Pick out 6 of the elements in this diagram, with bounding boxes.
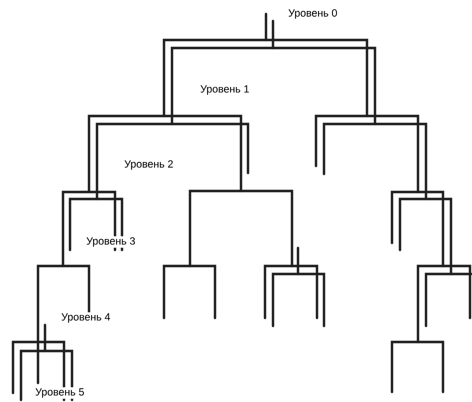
level-label: Уровень 0 [287, 8, 338, 20]
level-label: Уровень 2 [123, 159, 174, 171]
level-label: Уровень 5 [34, 387, 86, 399]
level-label: Уровень 3 [85, 236, 136, 248]
level-label: Уровень 4 [60, 312, 112, 324]
level-label: Уровень 1 [199, 84, 250, 96]
